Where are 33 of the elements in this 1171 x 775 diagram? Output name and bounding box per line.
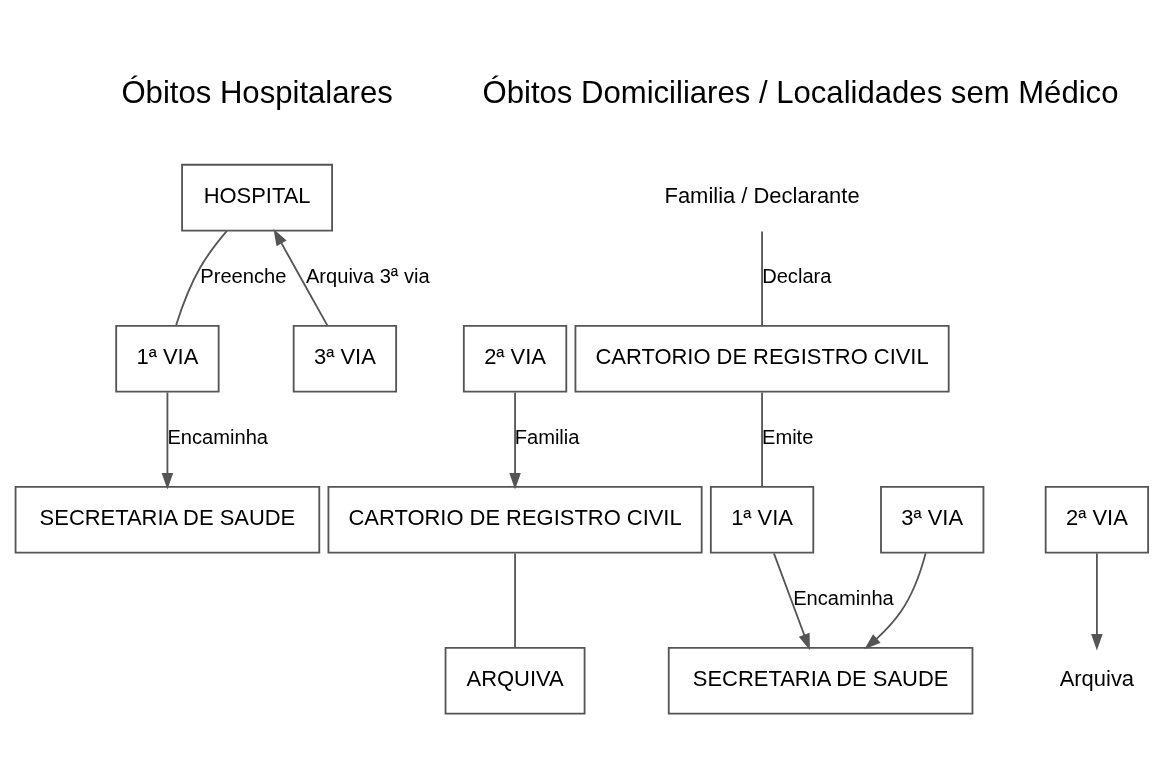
edge-label: Familia: [514, 425, 580, 448]
arrow: [1091, 552, 1103, 650]
node-box: SECRETARIA DE SAUDE: [667, 646, 974, 715]
edge-label: Encaminha: [793, 586, 894, 609]
node-box: ARQUIVA: [444, 646, 586, 715]
arrow: [773, 552, 810, 650]
arrow: [273, 228, 329, 327]
connector: [175, 229, 228, 326]
node-box: 3ª VIA: [292, 324, 398, 393]
arrow: [161, 390, 174, 489]
edge-label: Declara: [762, 264, 832, 287]
edge-label: Emite: [761, 425, 814, 448]
arrow: [509, 390, 521, 489]
connector: [514, 552, 516, 649]
label: Óbitos Domiciliares / Localidades sem Médico: [482, 74, 1119, 110]
node-box: 1ª VIA: [709, 485, 815, 554]
edge-label: Encaminha: [167, 425, 269, 448]
node-box: HOSPITAL: [181, 163, 333, 232]
node-box: 3ª VIA: [880, 485, 985, 554]
node-box: CARTORIO DE REGISTRO CIVIL: [574, 324, 950, 393]
node-box: CARTORIO DE REGISTRO CIVIL: [327, 485, 703, 554]
edge-label: Arquiva 3ª via: [305, 264, 430, 287]
node-box: 2ª VIA: [462, 324, 568, 393]
node-text: Familia / Declarante: [664, 182, 860, 208]
edge-label: Preenche: [200, 264, 287, 287]
node-text: Arquiva: [1059, 665, 1135, 691]
node-box: 2ª VIA: [1044, 485, 1150, 554]
node-box: SECRETARIA DE SAUDE: [14, 485, 321, 554]
connector: [761, 390, 763, 488]
node-box: 1ª VIA: [115, 324, 220, 393]
arrow: [864, 551, 927, 649]
connector: [761, 229, 763, 327]
label: Óbitos Hospitalares: [121, 74, 393, 110]
